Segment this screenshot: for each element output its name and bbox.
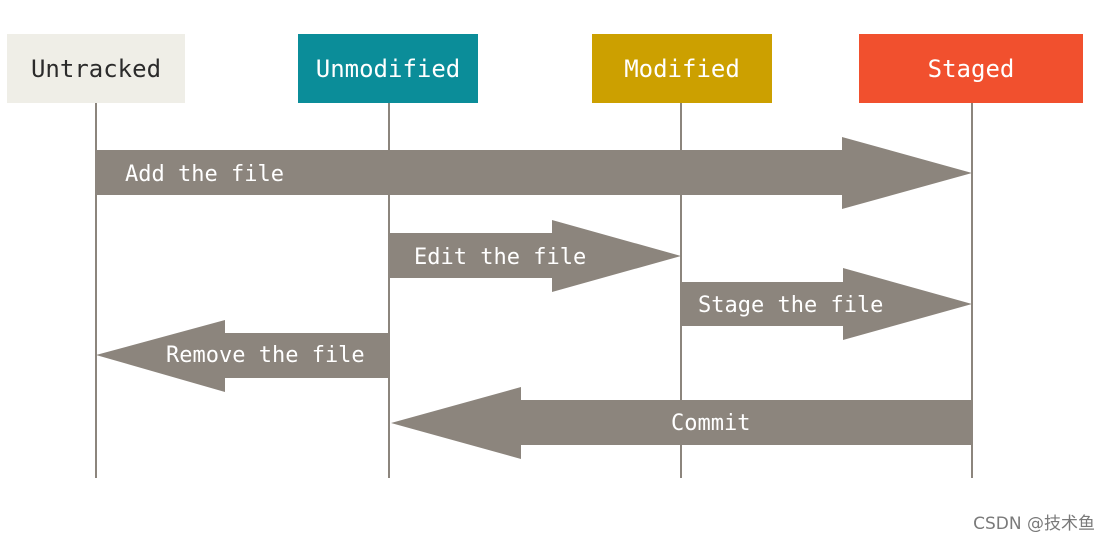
commit-label: Commit [671, 411, 750, 436]
edit-file-arrow [389, 220, 681, 292]
state-modified: Modified [592, 34, 772, 103]
remove-file-arrow [96, 320, 389, 392]
state-staged: Staged [859, 34, 1083, 103]
commit-arrow [391, 387, 972, 459]
add-file-arrow [96, 137, 972, 209]
edit-file-label: Edit the file [414, 245, 586, 270]
state-unmodified: Unmodified [298, 34, 478, 103]
stage-file-arrow [681, 268, 972, 340]
stage-file-label: Stage the file [698, 293, 883, 318]
state-untracked: Untracked [7, 34, 185, 103]
add-file-label: Add the file [125, 162, 284, 187]
remove-file-label: Remove the file [166, 343, 365, 368]
watermark: CSDN @技术鱼 [973, 514, 1095, 534]
